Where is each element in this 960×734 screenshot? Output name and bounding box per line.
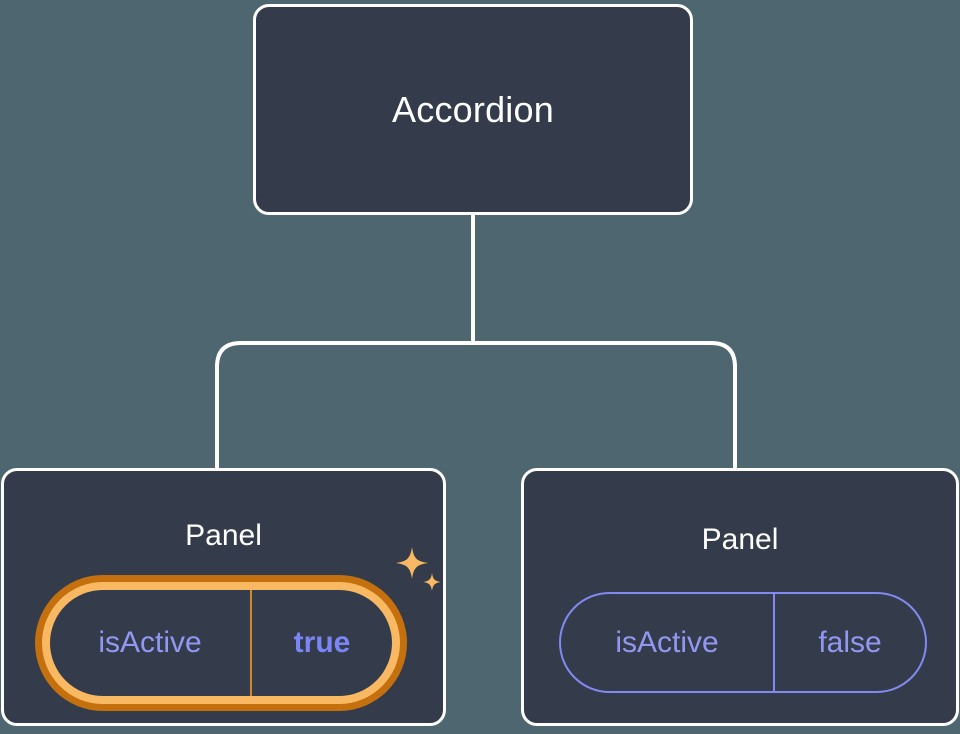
node-accordion-label: Accordion [392,88,554,130]
prop-pill-active-body: isActive true [50,590,392,696]
node-panel-inactive-label: Panel [701,523,779,556]
sparkle-small-icon [423,573,441,591]
prop-value-false: false [818,625,882,659]
prop-pill-active[interactable]: isActive true [35,575,407,711]
node-accordion[interactable]: Accordion [253,4,693,215]
node-panel-active[interactable]: Panel isActive true [1,468,446,726]
node-panel-inactive[interactable]: Panel isActive false [521,468,959,726]
prop-value-true: true [293,626,351,659]
prop-pill-inactive[interactable]: isActive false [559,592,927,693]
prop-key-isactive: isActive [561,594,775,691]
node-panel-active-label: Panel [185,519,262,552]
prop-key-isactive: isActive [50,590,252,696]
edge-branch-rail [215,341,737,470]
